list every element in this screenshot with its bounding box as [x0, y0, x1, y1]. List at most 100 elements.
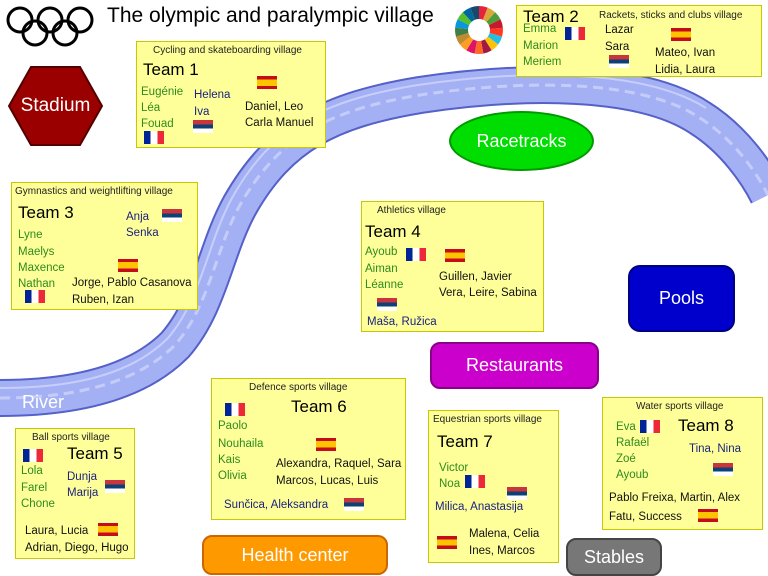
stadium-hexagon[interactable] — [7, 65, 104, 147]
serbia-flag-icon — [105, 480, 125, 493]
serbian-name: Sara — [605, 41, 630, 53]
spanish-name: Ines, Marcos — [469, 545, 535, 557]
french-name: Marion — [523, 40, 559, 52]
french-name: Meriem — [523, 56, 562, 68]
sdg-wheel-segment — [455, 19, 470, 29]
serbia-flag-icon — [377, 298, 397, 311]
sdg-wheel-segment — [455, 27, 469, 37]
team-name: Team 7 — [437, 432, 493, 451]
sdg-wheel-segment — [474, 40, 484, 54]
french-name: Eugénie — [141, 86, 184, 98]
sdg-wheel-icon — [455, 6, 503, 54]
team-name: Team 4 — [365, 222, 421, 241]
team-name: Team 1 — [143, 60, 199, 79]
team-name: Team 2 — [523, 7, 579, 26]
spanish-name: Lidia, Laura — [655, 64, 716, 76]
french-name: Léanne — [365, 279, 404, 291]
team-2-village[interactable]: Team 2 Rackets, sticks and clubs village… — [516, 5, 762, 77]
sdg-wheel-segment — [470, 6, 479, 20]
french-name: Léa — [141, 102, 161, 114]
serbian-name: Iva — [194, 106, 210, 118]
french-name: Lola — [21, 465, 43, 477]
french-name: Chone — [21, 498, 55, 510]
serbia-flag-icon — [344, 498, 364, 511]
team-name: Team 3 — [18, 203, 74, 222]
serbia-flag-icon — [162, 209, 182, 222]
restaurants-area[interactable]: Restaurants — [430, 342, 599, 389]
sdg-wheel-segment — [457, 12, 472, 26]
village-title: Water sports village — [636, 401, 724, 412]
sdg-wheel-segment — [486, 12, 501, 26]
racetracks-area[interactable]: Racetracks — [449, 111, 594, 171]
france-flag-icon — [25, 290, 45, 303]
serbia-flag-icon — [609, 55, 629, 68]
sdg-wheel-segment — [487, 33, 503, 45]
team-1-village[interactable]: Cycling and skateboarding village Team 1… — [136, 41, 326, 148]
sdg-wheel-segment — [462, 7, 476, 22]
spanish-name: Daniel, Leo — [245, 101, 304, 113]
spanish-name: Vera, Leire, Sabina — [439, 287, 537, 299]
serbian-name: Anja — [126, 211, 150, 223]
french-name: Rafaël — [616, 437, 650, 449]
village-title: Equestrian sports village — [433, 414, 542, 425]
spain-flag-icon — [445, 249, 465, 262]
france-flag-icon — [406, 248, 426, 261]
village-title: Defence sports village — [249, 382, 348, 393]
spain-flag-icon — [437, 536, 457, 549]
french-name: Farel — [21, 482, 48, 494]
spanish-name: Laura, Lucia — [25, 525, 89, 537]
stables-area[interactable]: Stables — [566, 538, 662, 576]
france-flag-icon — [23, 449, 43, 462]
river-label: River — [22, 392, 65, 412]
spain-flag-icon — [98, 523, 118, 536]
spanish-name: Mateo, Ivan — [655, 47, 716, 59]
serbian-name: Dunja — [67, 471, 98, 483]
team-name: Team 6 — [291, 397, 347, 416]
sdg-wheel-segment — [488, 19, 503, 29]
team-name: Team 5 — [67, 444, 123, 463]
village-title: Rackets, sticks and clubs village — [599, 10, 743, 21]
page-title: The olympic and paralympic village — [107, 4, 434, 27]
spain-flag-icon — [316, 438, 336, 451]
sdg-wheel-segment — [484, 36, 499, 51]
spanish-name: Guillen, Javier — [439, 271, 512, 283]
team-6-village[interactable]: Defence sports village Team 6 Paolo Nouh… — [211, 378, 406, 520]
serbian-name: Maša, Ružica — [367, 316, 437, 328]
france-flag-icon — [565, 27, 585, 40]
spanish-name: Pablo Freixa, Martin, Alex — [609, 492, 741, 504]
sdg-wheel-segment — [455, 33, 471, 45]
sdg-wheel-segment — [489, 27, 503, 37]
spanish-name: Carla Manuel — [245, 117, 314, 129]
village-title: Cycling and skateboarding village — [153, 45, 302, 56]
spanish-name: Marcos, Lucas, Luis — [276, 475, 379, 487]
french-name: Maxence — [18, 262, 65, 274]
france-flag-icon — [144, 131, 164, 144]
french-name: Aiman — [365, 263, 398, 275]
sdg-wheel-segment — [482, 7, 496, 22]
spanish-name: Malena, Celia — [469, 528, 540, 540]
french-name: Zoé — [616, 453, 636, 465]
team-8-village[interactable]: Water sports village Eva Team 8 Rafaël Z… — [602, 397, 763, 530]
team-5-village[interactable]: Ball sports village Team 5 Lola Farel Ch… — [15, 428, 135, 559]
team-4-village[interactable]: Athletics village Team 4 Ayoub Aiman Léa… — [361, 201, 544, 332]
french-name: Noa — [439, 478, 461, 490]
sdg-wheel-segment — [466, 39, 477, 54]
french-name: Nathan — [18, 278, 56, 290]
pools-area[interactable]: Pools — [628, 265, 735, 332]
spanish-name: Adrian, Diego, Hugo — [25, 542, 129, 554]
french-name: Nouhaila — [218, 438, 264, 450]
spain-flag-icon — [118, 259, 138, 272]
team-3-village[interactable]: Gymnastics and weightlifting village Tea… — [11, 182, 198, 310]
french-name: Eva — [616, 421, 636, 433]
serbian-name: Tina, Nina — [689, 443, 741, 455]
french-name: Ayoub — [616, 469, 649, 481]
village-title: Athletics village — [377, 205, 446, 216]
health-center-area[interactable]: Health center — [202, 535, 388, 575]
village-title: Ball sports village — [32, 432, 110, 443]
spain-flag-icon — [257, 76, 277, 89]
serbian-name: Marija — [67, 487, 99, 499]
team-7-village[interactable]: Equestrian sports village Team 7 Victor … — [428, 410, 559, 563]
french-name: Ayoub — [365, 246, 398, 258]
french-name: Maelys — [18, 246, 55, 258]
spanish-name: Alexandra, Raquel, Sara — [276, 458, 402, 470]
